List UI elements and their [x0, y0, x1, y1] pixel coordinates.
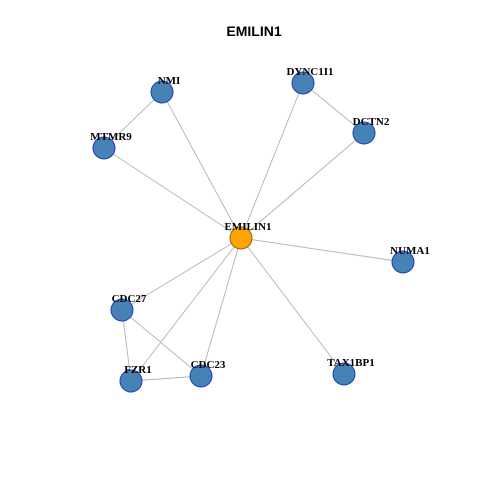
edge-fzr1-cdc23 [130, 375, 202, 382]
edge-emilin1-nmi [161, 91, 242, 239]
node-cdc27 [110, 298, 134, 322]
edge-emilin1-numa1 [240, 237, 404, 263]
node-tax1bp1 [332, 362, 356, 386]
edge-emilin1-dync1i1 [240, 82, 304, 239]
edge-emilin1-cdc23 [200, 237, 242, 377]
edge-dync1i1-dctn2 [302, 82, 365, 134]
node-label-tax1bp1: TAX1BP1 [327, 357, 374, 369]
node-cdc23 [189, 364, 213, 388]
edge-emilin1-fzr1 [130, 237, 242, 382]
edge-emilin1-cdc27 [121, 237, 242, 311]
node-numa1 [391, 250, 415, 274]
node-dync1i1 [291, 71, 315, 95]
node-dctn2 [352, 121, 376, 145]
node-label-mtmr9: MTMR9 [90, 131, 132, 143]
node-label-cdc27: CDC27 [112, 293, 147, 305]
node-label-emilin1: EMILIN1 [224, 221, 271, 233]
node-emilin1 [229, 226, 253, 250]
edge-cdc27-cdc23 [121, 309, 202, 377]
node-label-dync1i1: DYNC1I1 [286, 66, 333, 78]
node-label-cdc23: CDC23 [191, 359, 226, 371]
edges-layer [103, 82, 404, 382]
edge-cdc27-fzr1 [121, 309, 132, 382]
edge-nmi-mtmr9 [103, 91, 163, 149]
graph-title: EMILIN1 [226, 23, 281, 39]
edge-emilin1-tax1bp1 [240, 237, 345, 375]
node-label-dctn2: DCTN2 [353, 116, 390, 128]
node-fzr1 [119, 369, 143, 393]
node-label-nmi: NMI [158, 75, 181, 87]
node-nmi [150, 80, 174, 104]
node-label-fzr1: FZR1 [124, 364, 152, 376]
edge-emilin1-mtmr9 [103, 147, 242, 239]
node-mtmr9 [92, 136, 116, 160]
edge-emilin1-dctn2 [240, 132, 365, 239]
nodes-layer [92, 71, 415, 393]
node-label-numa1: NUMA1 [390, 245, 430, 257]
